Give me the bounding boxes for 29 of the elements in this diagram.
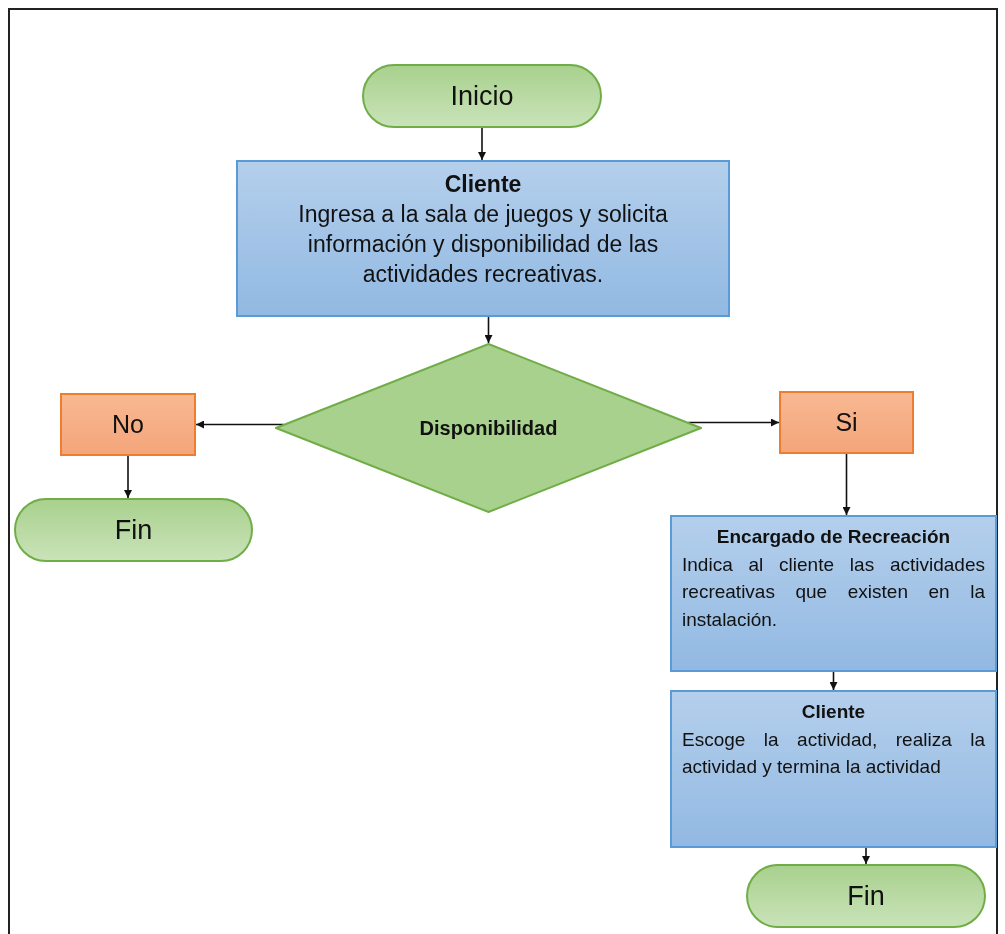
node-label: Inicio xyxy=(450,80,514,112)
decision-diamond xyxy=(275,343,702,513)
arrow xyxy=(842,453,851,516)
answer-box xyxy=(779,391,914,454)
answer-box xyxy=(60,393,196,456)
terminator-pill xyxy=(362,64,602,128)
process-box xyxy=(670,690,997,848)
node-label: Fin xyxy=(114,514,153,546)
box-heading: Encargado de Recreación xyxy=(716,525,951,549)
arrow xyxy=(687,418,780,427)
box-heading: Cliente xyxy=(444,170,522,199)
box-text: Escoge la actividad, realiza la actividad y termina la actividad xyxy=(682,727,985,780)
terminator-pill xyxy=(14,498,253,562)
arrow xyxy=(484,316,493,344)
box-text: Indica al cliente las actividades recreativas que existen en la instalación. xyxy=(682,552,985,632)
terminator-pill xyxy=(746,864,986,928)
box-text: Ingresa a la sala de juegos y solicita información y disponibilidad de las actividades recreativas. xyxy=(297,199,669,289)
arrow xyxy=(862,847,870,865)
arrow xyxy=(124,455,132,499)
arrow xyxy=(478,127,486,161)
process-box xyxy=(670,515,997,672)
node-label: Disponibilidad xyxy=(419,416,558,440)
node-label: Si xyxy=(835,408,858,437)
process-box xyxy=(236,160,730,317)
node-label: Fin xyxy=(847,880,885,912)
arrow xyxy=(195,420,285,429)
arrow xyxy=(829,671,838,691)
box-heading: Cliente xyxy=(801,700,866,724)
node-label: No xyxy=(112,410,144,439)
